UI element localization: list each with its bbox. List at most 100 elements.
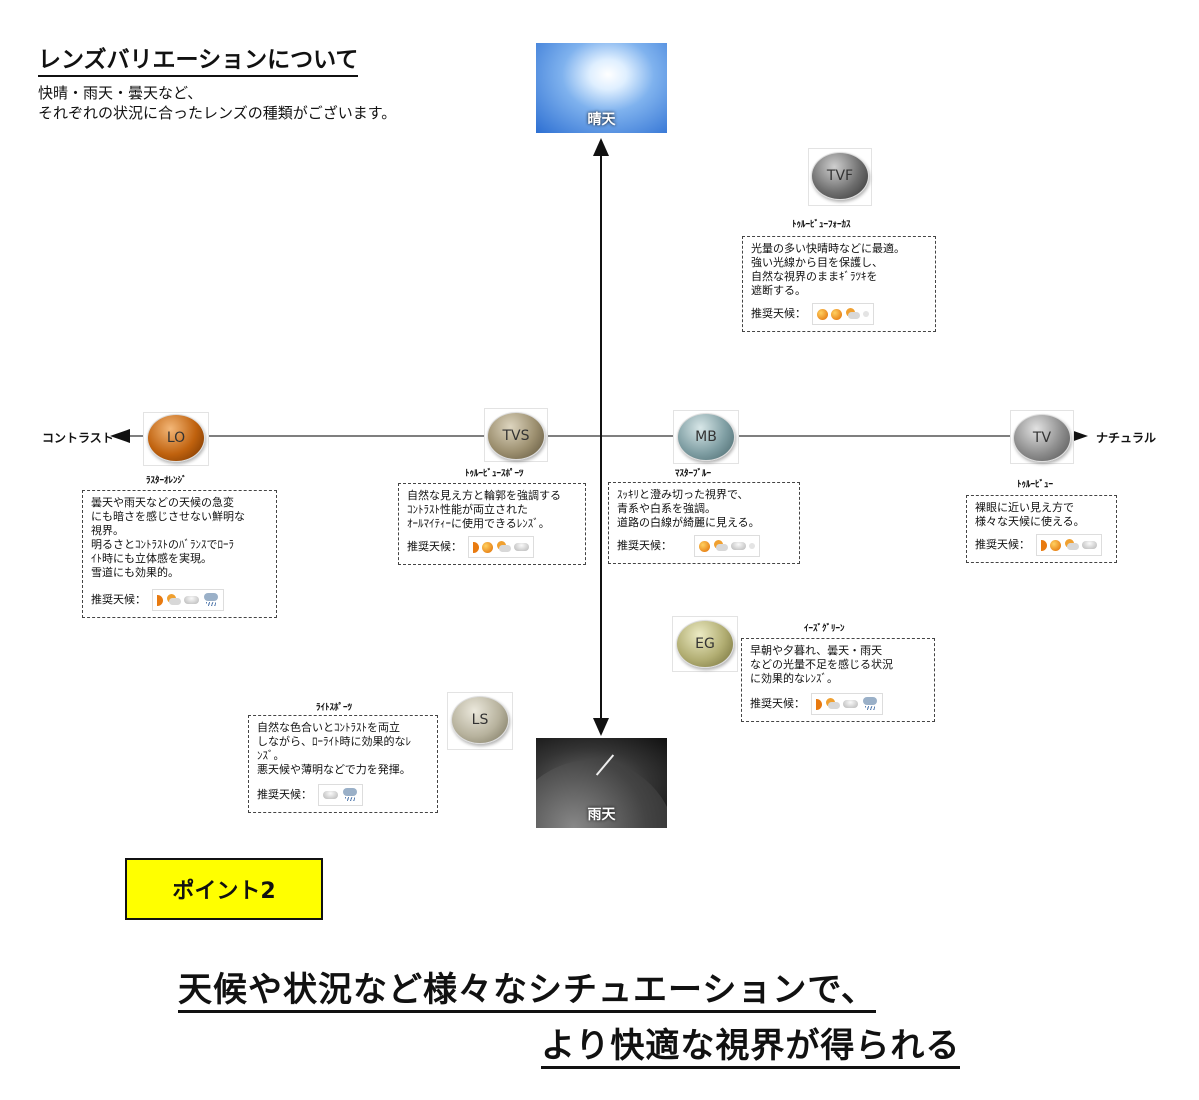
lens-mb: MB xyxy=(677,413,735,461)
cloud-icon xyxy=(323,791,338,799)
sun-icon xyxy=(1050,539,1061,551)
weather-label: 推奨天候： xyxy=(751,307,806,320)
description-line: にも暗さを感じさせない鮮明な xyxy=(91,510,245,523)
description-line: 青系や白系を強調。 xyxy=(617,502,716,515)
rain-icon xyxy=(341,788,358,802)
lens-name-tvs: ﾄｩﾙｰﾋﾞｭｰｽﾎﾟｰﾂ xyxy=(465,469,524,479)
axis-label-rainy: 雨天 xyxy=(587,807,616,823)
weather-icons xyxy=(811,693,883,715)
sunny-weather-image: 晴天 xyxy=(536,43,667,133)
lens-description-mb: ｽｯｷﾘと澄み切った視界で、 青系や白系を強調。 道路の白線が綺麗に見える。 推… xyxy=(608,482,800,564)
header-description-line-1: 快晴・雨天・曇天など、 xyxy=(38,84,203,102)
weather-label: 推奨天候： xyxy=(750,697,805,710)
description-line: などの光量不足を感じる状況 xyxy=(750,658,893,671)
arrow-left-icon xyxy=(110,429,130,443)
sun-icon xyxy=(482,541,493,553)
lens-code-mb: MB xyxy=(695,429,717,445)
weather-icons xyxy=(318,784,363,806)
weather-icons xyxy=(812,303,874,325)
description-line: 悪天候や薄明などで力を発揮。 xyxy=(257,763,411,776)
description-line: 遮断する。 xyxy=(751,284,806,297)
partly-cloudy-icon xyxy=(166,594,181,606)
header-description-line-2: それぞれの状況に合ったレンズの種類がございます。 xyxy=(38,104,397,122)
description-line: ｽｯｷﾘと澄み切った視界で、 xyxy=(617,488,749,501)
partly-cloudy-icon xyxy=(1064,539,1079,551)
description-line: 自然な見え方と輪郭を強調する xyxy=(407,489,561,502)
cloud-icon xyxy=(1082,541,1097,549)
description-line: 強い光線から目を保護し、 xyxy=(751,256,883,269)
description-line: 自然な視界のままｷﾞﾗﾂｷを xyxy=(751,270,878,283)
weather-row-tv: 推奨天候： xyxy=(975,534,1102,556)
rainy-weather-image: 雨天 xyxy=(536,738,667,828)
description-line: ﾝｽﾞ。 xyxy=(257,749,285,762)
half-sun-icon xyxy=(157,594,163,606)
rain-icon xyxy=(861,697,878,711)
lens-code-tvs: TVS xyxy=(502,428,530,444)
axis-label-sunny: 晴天 xyxy=(587,112,616,128)
weather-row-tvf: 推奨天候： xyxy=(751,303,874,325)
half-sun-icon xyxy=(1041,539,1047,551)
lens-tvf: TVF xyxy=(811,152,869,200)
arrow-up-icon xyxy=(593,138,609,156)
cloud-icon xyxy=(731,542,746,550)
weather-row-mb: 推奨天候： xyxy=(617,535,760,557)
description-line: 光量の多い快晴時などに最適。 xyxy=(751,242,905,255)
lens-description-tvf: 光量の多い快晴時などに最適。 強い光線から目を保護し、 自然な視界のままｷﾞﾗﾂ… xyxy=(742,236,936,332)
description-line: 視界。 xyxy=(91,524,124,537)
summary-line-2: より快適な視界が得られる xyxy=(541,1026,961,1069)
weather-label: 推奨天候： xyxy=(617,539,672,552)
lens-eg: EG xyxy=(676,620,734,668)
arrow-down-icon xyxy=(593,718,609,736)
description-line: に効果的なﾚﾝｽﾞ。 xyxy=(750,672,838,685)
partly-cloudy-icon xyxy=(713,540,728,552)
lens-description-ls: 自然な色合いとｺﾝﾄﾗｽﾄを両立 しながら、ﾛｰﾗｲﾄ時に効果的なﾚ ﾝｽﾞ。 … xyxy=(248,715,438,813)
lens-tvs: TVS xyxy=(487,412,545,460)
weather-label: 推奨天候： xyxy=(407,540,462,553)
cloud-icon xyxy=(843,700,858,708)
description-line: しながら、ﾛｰﾗｲﾄ時に効果的なﾚ xyxy=(257,735,411,748)
lens-code-lo: LO xyxy=(166,430,186,446)
half-sun-icon xyxy=(816,698,822,710)
summary-line-1: 天候や状況など様々なシチュエーションで、 xyxy=(178,970,876,1013)
lens-name-tvf: ﾄｩﾙｰﾋﾞｭｰﾌｫｰｶｽ xyxy=(792,220,851,230)
point-badge: ポイント2 xyxy=(125,858,323,920)
description-line: 道路の白線が綺麗に見える。 xyxy=(617,516,760,529)
faint-icon xyxy=(749,543,755,549)
half-sun-icon xyxy=(473,541,479,553)
sun-icon xyxy=(699,540,710,552)
cloud-icon xyxy=(514,543,529,551)
weather-icons xyxy=(152,589,224,611)
sun-icon xyxy=(817,308,828,320)
lens-description-tv: 裸眼に近い見え方で 様々な天候に使える。 推奨天候： xyxy=(966,495,1117,563)
lens-name-eg: ｲｰｽﾞｸﾞﾘｰﾝ xyxy=(804,624,845,634)
description-line: ｵｰﾙﾏｲﾃｨｰに使用できるﾚﾝｽﾞ。 xyxy=(407,517,550,530)
lens-code-ls: LS xyxy=(471,712,489,728)
axis-label-natural: ナチュラル xyxy=(1096,431,1157,445)
weather-label: 推奨天候： xyxy=(257,788,312,801)
weather-label: 推奨天候： xyxy=(975,538,1030,551)
axis-label-contrast: コントラスト xyxy=(42,431,114,445)
weather-row-tvs: 推奨天候： xyxy=(407,536,534,558)
lens-lo: LO xyxy=(147,414,205,462)
weather-label: 推奨天候： xyxy=(91,593,146,606)
description-line: ｲﾄ時にも立体感を実現。 xyxy=(91,552,212,565)
lens-description-eg: 早朝や夕暮れ、曇天・雨天 などの光量不足を感じる状況 に効果的なﾚﾝｽﾞ。 推奨… xyxy=(741,638,935,722)
rain-icon xyxy=(202,593,219,607)
lens-description-lo: 曇天や雨天などの天候の急変 にも暗さを感じさせない鮮明な 視界。 明るさとｺﾝﾄ… xyxy=(82,490,277,618)
lens-name-ls: ﾗｲﾄｽﾎﾟｰﾂ xyxy=(316,703,353,713)
partly-cloudy-icon xyxy=(825,698,840,710)
page-title: レンズバリエーションについて xyxy=(38,40,359,77)
weather-icons xyxy=(694,535,760,557)
lens-code-eg: EG xyxy=(695,636,715,652)
partly-cloudy-icon xyxy=(496,541,511,553)
lens-code-tv: TV xyxy=(1032,430,1052,446)
lens-code-tvf: TVF xyxy=(826,168,854,184)
description-line: 自然な色合いとｺﾝﾄﾗｽﾄを両立 xyxy=(257,721,400,734)
weather-icons xyxy=(468,536,534,558)
description-line: 雪道にも効果的。 xyxy=(91,566,179,579)
lens-ls: LS xyxy=(451,696,509,744)
lens-tv: TV xyxy=(1013,414,1071,462)
faint-icon xyxy=(863,311,869,317)
weather-row-eg: 推奨天候： xyxy=(750,693,883,715)
